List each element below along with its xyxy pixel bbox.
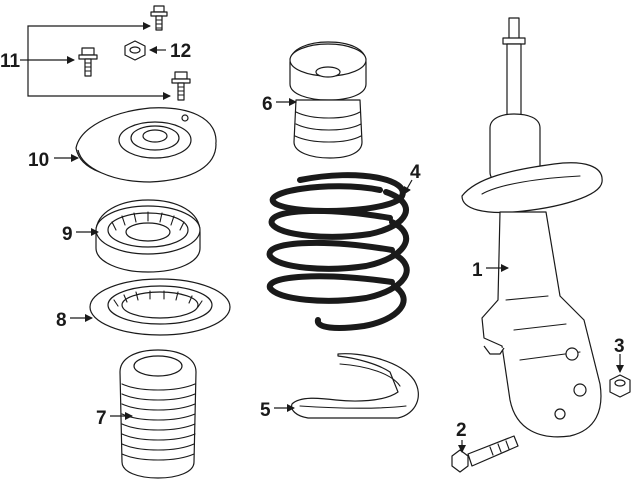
callout-12: 12 — [170, 41, 191, 62]
callout-5: 5 — [260, 400, 271, 421]
callout-8: 8 — [56, 310, 67, 331]
callout-4: 4 — [410, 162, 421, 183]
callout-3: 3 — [614, 336, 625, 357]
mount-nut — [124, 40, 146, 61]
callout-10: 10 — [28, 150, 49, 171]
mount-bolt-lower — [171, 71, 191, 101]
callout-11: 11 — [0, 51, 21, 72]
callout-2: 2 — [456, 420, 467, 441]
mount-bolt-top — [150, 5, 168, 31]
strut-assembly — [461, 17, 603, 438]
callout-9: 9 — [62, 224, 73, 245]
callout-1: 1 — [472, 260, 483, 281]
bump-stop — [289, 41, 367, 159]
coil-spring — [266, 172, 410, 331]
mount-bolt-middle — [78, 47, 98, 77]
spring-insulator — [89, 278, 231, 336]
leader-lines — [20, 22, 624, 453]
strut-nut — [609, 374, 631, 398]
strut-bearing — [95, 199, 201, 273]
upper-strut-mount — [75, 107, 217, 183]
dust-boot — [119, 349, 197, 479]
callout-6: 6 — [262, 94, 273, 115]
lower-spring-seat — [291, 353, 419, 419]
callout-7: 7 — [96, 408, 107, 429]
